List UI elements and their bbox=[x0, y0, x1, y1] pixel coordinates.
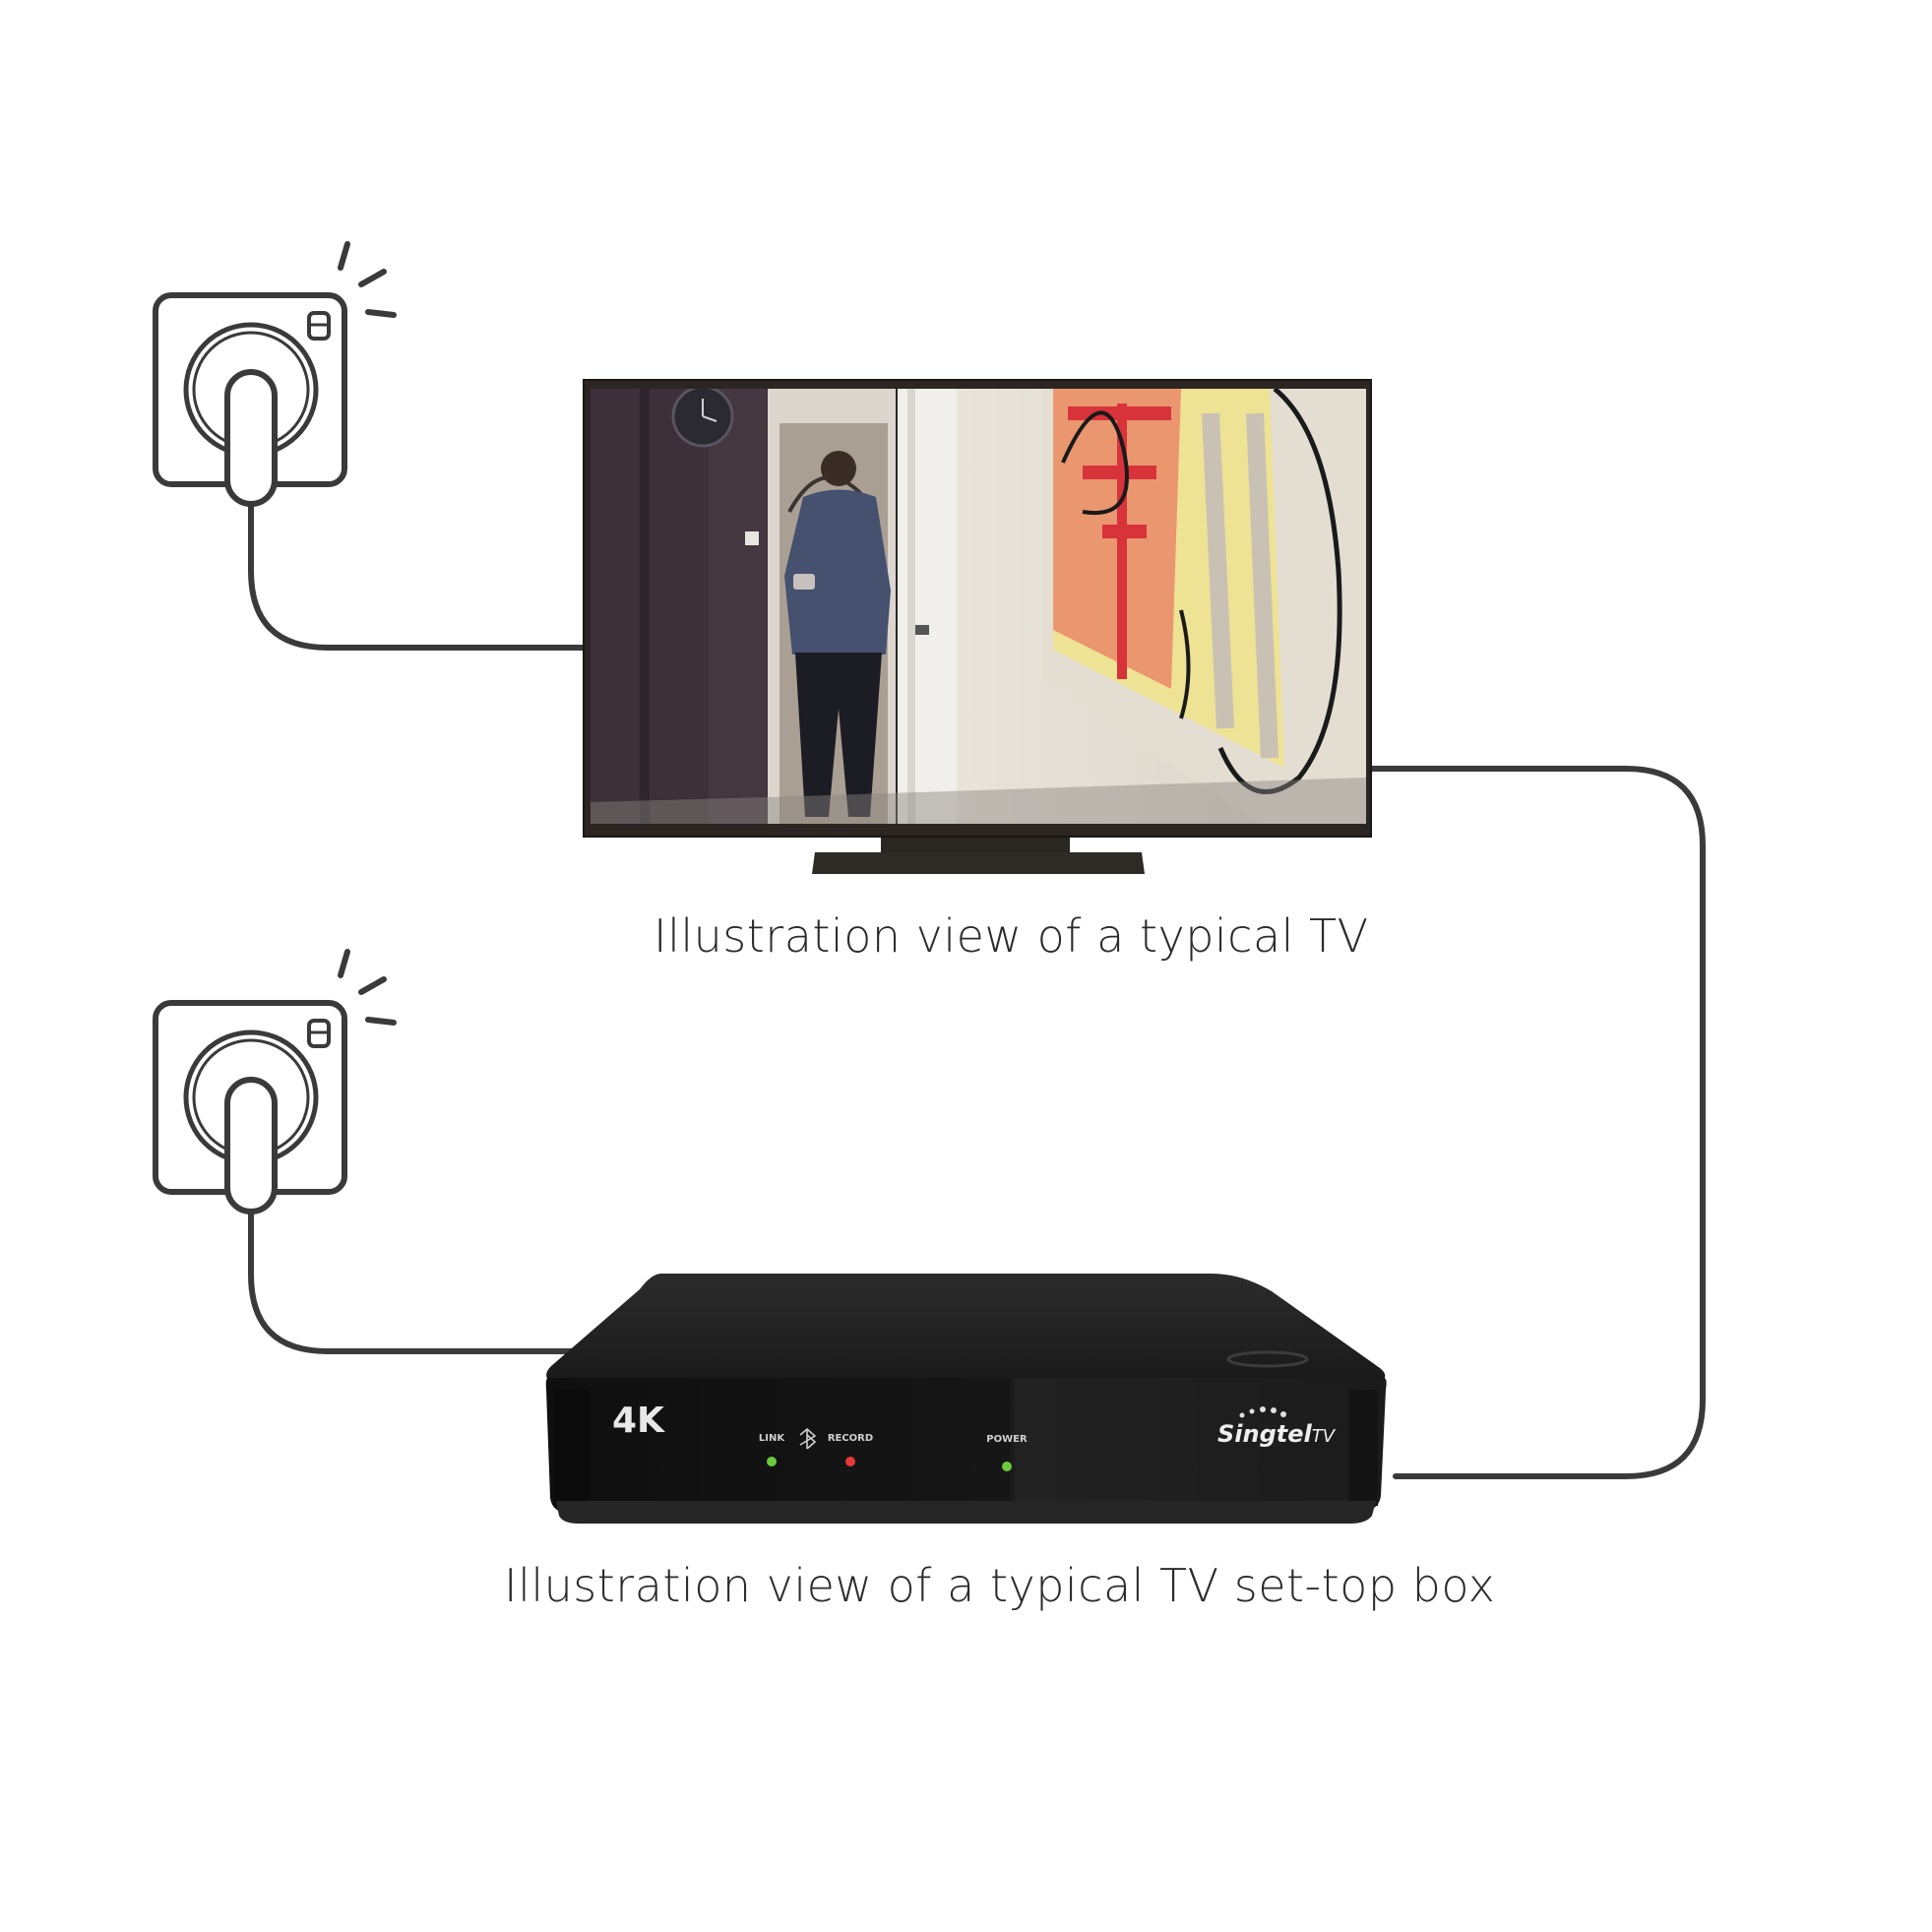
person-figure bbox=[784, 451, 891, 817]
indicator-power: POWER bbox=[986, 1434, 1028, 1471]
wall-socket-icon bbox=[153, 241, 397, 507]
tv-illustration bbox=[583, 379, 1372, 874]
set-top-box-illustration: 4K LINK RECORD POWER bbox=[545, 1274, 1387, 1524]
tv-stand bbox=[812, 835, 1145, 874]
spark-lines bbox=[338, 949, 397, 1026]
brand-name: Singtel bbox=[1217, 1420, 1313, 1448]
power-led bbox=[1002, 1462, 1012, 1471]
spark-lines bbox=[338, 241, 397, 318]
wall-socket-icon bbox=[153, 949, 397, 1215]
power-cable-set-top-box bbox=[248, 1196, 603, 1354]
indicator-link: LINK bbox=[759, 1433, 785, 1466]
set-top-box-caption: Illustration view of a typical TV set-to… bbox=[504, 1559, 1496, 1612]
hdmi-cable bbox=[1367, 766, 1706, 1479]
record-led bbox=[845, 1457, 855, 1466]
tv-caption: Illustration view of a typical TV bbox=[654, 909, 1369, 963]
indicator-link-label: LINK bbox=[759, 1433, 785, 1444]
indicator-record: RECORD bbox=[828, 1433, 873, 1466]
bluetooth-icon bbox=[799, 1427, 817, 1450]
power-cable-tv bbox=[248, 489, 590, 651]
brand-suffix: TV bbox=[1312, 1426, 1337, 1447]
indicator-record-label: RECORD bbox=[828, 1433, 873, 1444]
brand-logo: SingtelTV bbox=[1217, 1406, 1337, 1448]
svg-text:SingtelTV: SingtelTV bbox=[1217, 1420, 1337, 1448]
link-led bbox=[767, 1457, 777, 1466]
tv-screen bbox=[591, 389, 1366, 824]
resolution-badge: 4K bbox=[612, 1401, 665, 1441]
indicator-power-label: POWER bbox=[986, 1434, 1028, 1445]
